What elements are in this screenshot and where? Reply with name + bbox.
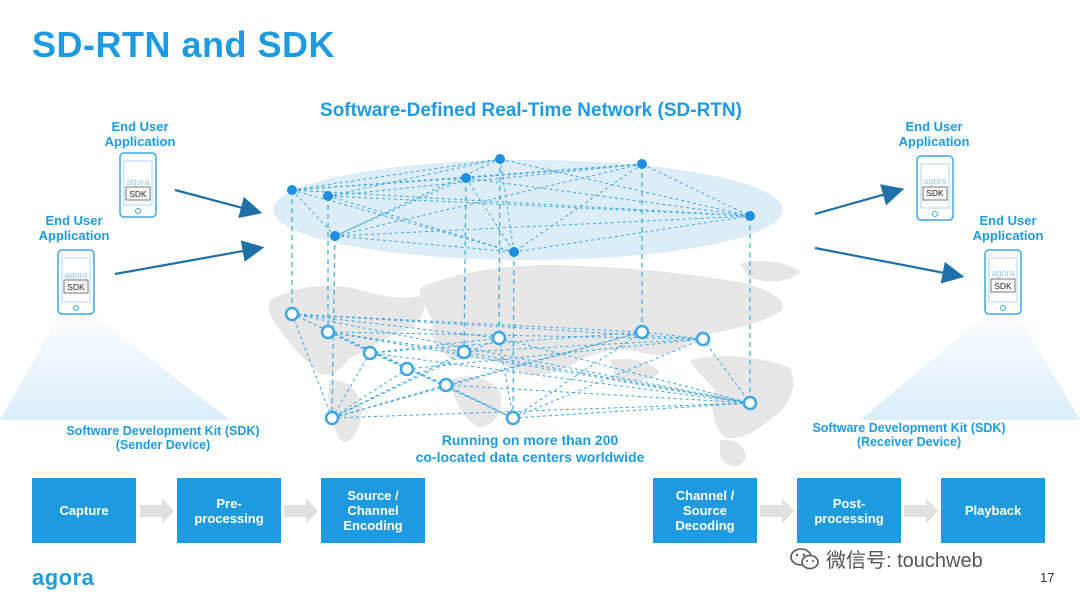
wechat-icon bbox=[790, 547, 819, 569]
page-number: 17 bbox=[1040, 570, 1055, 585]
sender-sdk-label: Software Development Kit (SDK)(Sender De… bbox=[66, 424, 260, 452]
upper-nodes bbox=[287, 154, 755, 257]
pipeline-arrow bbox=[284, 498, 318, 524]
datacenter-node bbox=[456, 344, 472, 360]
phone-sdk: SDK bbox=[67, 282, 85, 292]
network-title: Software-Defined Real-Time Network (SD-R… bbox=[320, 100, 742, 121]
pipeline-arrow bbox=[760, 498, 794, 524]
network-node bbox=[330, 231, 340, 241]
flow-arrows bbox=[114, 184, 965, 284]
phone-sdk: SDK bbox=[926, 188, 944, 198]
datacenter-node bbox=[284, 306, 300, 322]
phone-brand: agora bbox=[923, 176, 946, 186]
pipeline-arrow bbox=[140, 498, 174, 524]
datacenter-node bbox=[505, 410, 521, 426]
datacenter-node bbox=[742, 395, 758, 411]
datacenter-node bbox=[634, 324, 650, 340]
slide-title: SD-RTN and SDK bbox=[32, 24, 335, 65]
datacenter-node bbox=[695, 331, 711, 347]
world-map bbox=[268, 261, 800, 467]
network-node bbox=[495, 154, 505, 164]
receiver-sdk-label: Software Development Kit (SDK)(Receiver … bbox=[812, 421, 1006, 449]
phone-brand: agora bbox=[64, 270, 87, 280]
pipeline-arrow bbox=[904, 498, 938, 524]
phone-brand: agora bbox=[991, 268, 1014, 278]
receiver-arrow-top bbox=[814, 184, 905, 216]
datacenter-node bbox=[362, 345, 378, 361]
watermark: 微信号: touchweb bbox=[790, 544, 983, 573]
network-node bbox=[637, 159, 647, 169]
datacenter-node bbox=[491, 330, 507, 346]
phone-sender-1 bbox=[119, 152, 157, 218]
pipeline-step-playback: Playback bbox=[941, 478, 1045, 543]
phone-sdk: SDK bbox=[129, 189, 147, 199]
agora-logo: agora bbox=[32, 565, 95, 590]
sender-arrow-top bbox=[174, 188, 263, 219]
pipeline-step-capture: Capture bbox=[32, 478, 136, 543]
network-node bbox=[323, 191, 333, 201]
network-ellipse bbox=[273, 160, 783, 260]
datacenter-node bbox=[324, 410, 340, 426]
pipeline-step-preprocessing: Pre-processing bbox=[177, 478, 281, 543]
datacenter-node bbox=[399, 361, 415, 377]
pipeline-step-postprocessing: Post-processing bbox=[797, 478, 901, 543]
phone-receiver-2 bbox=[984, 249, 1022, 315]
phone-sdk: SDK bbox=[994, 281, 1012, 291]
datacenter-nodes bbox=[284, 306, 758, 426]
sender-beam bbox=[0, 314, 230, 420]
vertical-drop-links bbox=[291, 158, 751, 419]
sender-arrow-bottom bbox=[114, 240, 265, 276]
datacenter-node bbox=[320, 324, 336, 340]
phone-receiver-1 bbox=[916, 155, 954, 221]
network-node bbox=[509, 247, 519, 257]
network-node bbox=[287, 185, 297, 195]
network-node bbox=[745, 211, 755, 221]
watermark-text: 微信号: touchweb bbox=[826, 550, 983, 572]
receiver-arrow-bottom bbox=[814, 246, 965, 284]
phone-sender-2 bbox=[57, 249, 95, 315]
pipeline-arrows bbox=[140, 498, 938, 524]
datacenter-node bbox=[438, 377, 454, 393]
network-node bbox=[461, 173, 471, 183]
phone-brand: agora bbox=[126, 177, 149, 187]
receiver-beam bbox=[860, 314, 1080, 420]
